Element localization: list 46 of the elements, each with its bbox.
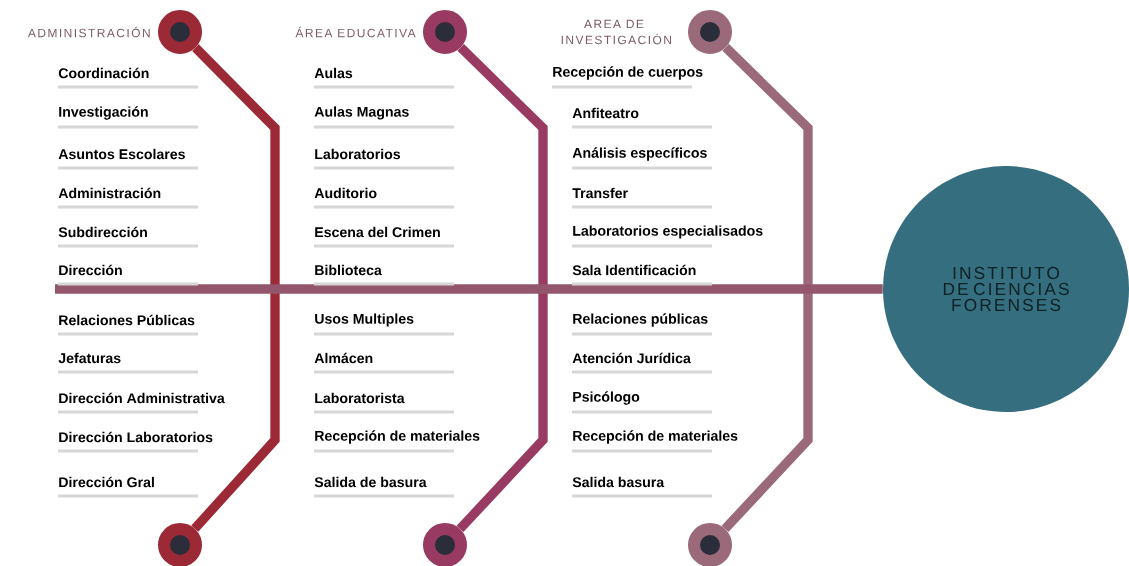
bone-end-dot	[423, 523, 467, 566]
list-item: Salida basura	[572, 476, 712, 498]
list-item: Dirección	[58, 264, 198, 286]
list-item: Almácen	[314, 352, 454, 374]
category-heading: ÁREA EDUCATIVA	[295, 26, 416, 38]
list-item: Aulas	[314, 67, 454, 89]
list-item: Asuntos Escolares	[58, 148, 198, 170]
list-item: Dirección Gral	[58, 476, 198, 498]
list-item: Análisis específicos	[572, 147, 712, 170]
list-item: Sala Identificación	[572, 264, 712, 286]
list-item: Laboratorista	[314, 392, 454, 414]
list-item: Usos Multiples	[314, 313, 454, 336]
category-heading: AREA DE INVESTIGACIÓN	[561, 19, 671, 45]
list-item: Biblioteca	[314, 264, 454, 286]
list-item: Coordinación	[58, 67, 198, 89]
bone-line	[456, 44, 548, 533]
list-item: Laboratorios	[314, 148, 454, 170]
list-item: Relaciones públicas	[572, 313, 712, 336]
bone-end-dot	[561, 10, 732, 54]
list-item: Auditorio	[314, 187, 454, 209]
list-item: Dirección Laboratorios	[58, 431, 213, 453]
bone-end-dot	[27, 10, 202, 54]
bone-end-dot	[688, 523, 732, 566]
list-item: Salida de basura	[314, 476, 454, 498]
list-item: Escena del Crimen	[314, 226, 454, 248]
list-item: Jefaturas	[58, 352, 198, 374]
bone-end-dot	[295, 10, 467, 54]
list-item: Aulas Magnas	[314, 106, 454, 129]
category-heading: ADMINISTRACIÓN	[27, 26, 150, 38]
list-item: Transfer	[572, 187, 712, 209]
spine-line	[55, 284, 883, 294]
list-item: Atención Jurídica	[572, 352, 712, 374]
list-item: Psicólogo	[572, 391, 712, 414]
list-item: Recepción de materiales	[572, 430, 738, 453]
bone-end-dot	[158, 523, 202, 566]
list-item: Administración	[58, 187, 198, 209]
bone-line	[191, 44, 280, 532]
list-item: Subdirección	[58, 226, 198, 248]
list-item: Dirección Administrativa	[58, 392, 225, 414]
list-item: Anfiteatro	[572, 107, 712, 129]
bone-line	[721, 44, 813, 533]
list-item: Investigación	[58, 106, 198, 129]
list-item: Recepción de materiales	[314, 430, 480, 453]
list-item: Laboratorios especialisados	[572, 225, 763, 248]
list-item: Recepción de cuerpos	[552, 66, 703, 89]
list-item: Relaciones Públicas	[58, 314, 198, 336]
